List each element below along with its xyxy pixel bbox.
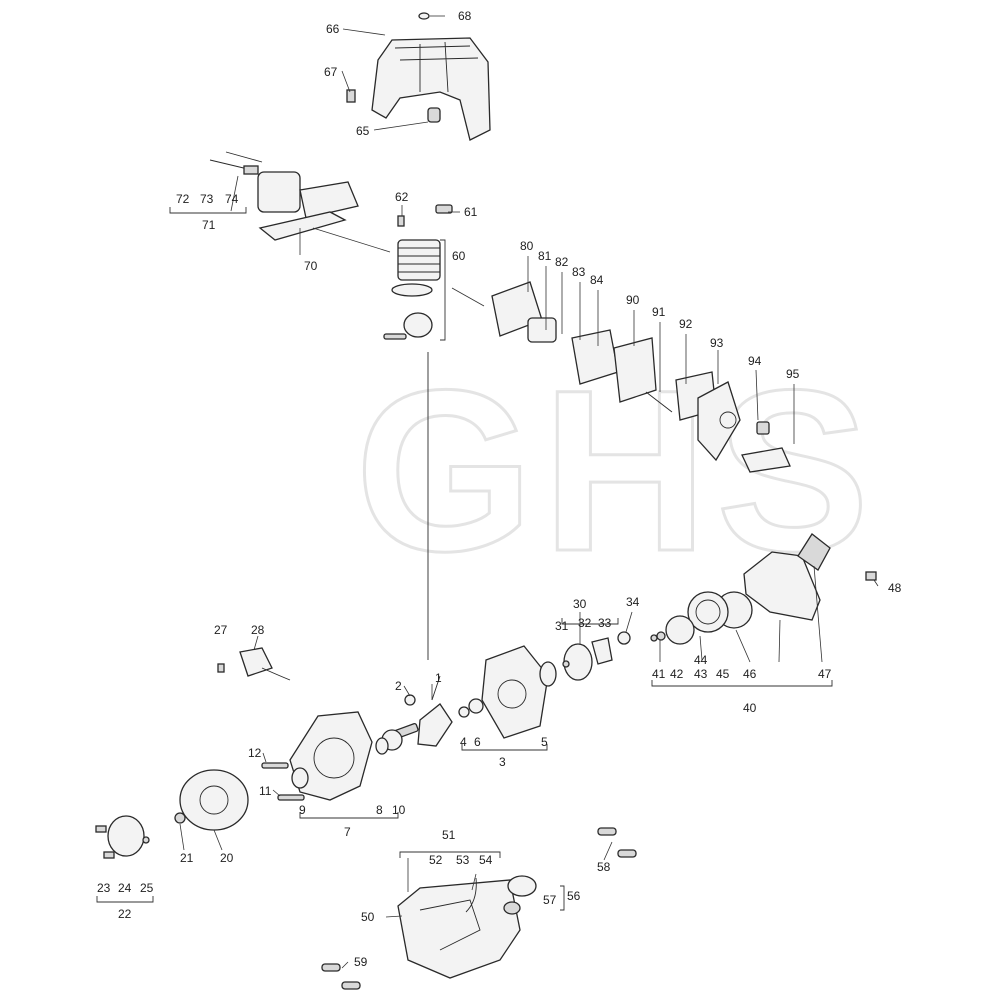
callout-7: 7	[344, 825, 351, 839]
callout-52: 52	[429, 853, 443, 867]
callout-3: 3	[499, 755, 506, 769]
callout-40: 40	[743, 701, 757, 715]
callout-24: 24	[118, 881, 132, 895]
callout-90: 90	[626, 293, 640, 307]
ignition-coil-part	[217, 647, 291, 681]
callout-9: 9	[299, 803, 306, 817]
callout-22: 22	[118, 907, 132, 921]
callout-30: 30	[573, 597, 587, 611]
callout-50: 50	[361, 910, 375, 924]
callout-61: 61	[464, 205, 478, 219]
screw-part-67	[346, 89, 356, 103]
callout-92: 92	[679, 317, 693, 331]
flywheel-part	[562, 631, 631, 681]
callout-23: 23	[97, 881, 111, 895]
bolt-part-11	[277, 794, 305, 801]
callout-44: 44	[694, 653, 708, 667]
callout-66: 66	[326, 22, 340, 36]
callout-10: 10	[392, 803, 406, 817]
muffler-part	[209, 151, 359, 241]
callout-42: 42	[670, 667, 684, 681]
pin-part-58b	[617, 849, 637, 858]
carburetor-part	[491, 281, 673, 413]
callout-93: 93	[710, 336, 724, 350]
callout-91: 91	[652, 305, 666, 319]
callout-4: 4	[460, 735, 467, 749]
callout-56: 56	[567, 889, 581, 903]
callout-6: 6	[474, 735, 481, 749]
callout-83: 83	[572, 265, 586, 279]
callout-5: 5	[541, 735, 548, 749]
callout-47: 47	[818, 667, 832, 681]
callout-67: 67	[324, 65, 338, 79]
fuel-tank-part	[397, 875, 537, 979]
callout-58: 58	[597, 860, 611, 874]
pin-part-58	[597, 827, 617, 836]
callout-labels: 66 68 67 65 72 73 74 71 70 62 61 60 80 8…	[97, 9, 902, 969]
grommet-part-65	[427, 107, 441, 123]
callout-20: 20	[220, 851, 234, 865]
callout-72: 72	[176, 192, 190, 206]
callout-51: 51	[442, 828, 456, 842]
callout-21: 21	[180, 851, 194, 865]
callout-81: 81	[538, 249, 552, 263]
callout-2: 2	[395, 679, 402, 693]
callout-62: 62	[395, 190, 409, 204]
callout-74: 74	[225, 192, 239, 206]
bolt-part-12	[261, 762, 289, 769]
callout-82: 82	[555, 255, 569, 269]
callout-27: 27	[214, 623, 228, 637]
callout-46: 46	[743, 667, 757, 681]
callout-70: 70	[304, 259, 318, 273]
fan-part	[174, 769, 249, 831]
crankcase-left-part	[289, 711, 403, 801]
engine-cover-part	[371, 37, 491, 141]
clutch-part	[95, 815, 150, 859]
callout-1: 1	[435, 671, 442, 685]
callout-28: 28	[251, 623, 265, 637]
callout-57: 57	[543, 893, 557, 907]
pin-part-59	[321, 963, 341, 972]
bolt-part-62	[397, 215, 405, 227]
callout-65: 65	[356, 124, 370, 138]
callout-68: 68	[458, 9, 472, 23]
spark-plug-part	[435, 204, 453, 214]
callout-95: 95	[786, 367, 800, 381]
callout-31: 31	[555, 619, 569, 633]
callout-8: 8	[376, 803, 383, 817]
callout-94: 94	[748, 354, 762, 368]
callout-71: 71	[202, 218, 216, 232]
callout-84: 84	[590, 273, 604, 287]
callout-41: 41	[652, 667, 666, 681]
callout-33: 33	[598, 616, 612, 630]
crankcase-right-part	[458, 645, 557, 739]
callout-45: 45	[716, 667, 730, 681]
callout-43: 43	[694, 667, 708, 681]
callout-80: 80	[520, 239, 534, 253]
callout-48: 48	[888, 581, 902, 595]
air-filter-cover-part	[675, 371, 791, 473]
callout-53: 53	[456, 853, 470, 867]
callout-59: 59	[354, 955, 368, 969]
pin-part-59b	[341, 981, 361, 990]
leader-lines	[96, 15, 879, 969]
callout-60: 60	[452, 249, 466, 263]
callout-32: 32	[578, 616, 592, 630]
cylinder-part	[383, 239, 441, 340]
callout-73: 73	[200, 192, 214, 206]
nut-part-68	[418, 12, 430, 20]
recoil-starter-part	[650, 533, 877, 645]
callout-54: 54	[479, 853, 493, 867]
callout-25: 25	[140, 881, 154, 895]
callout-12: 12	[248, 746, 262, 760]
callout-11: 11	[259, 784, 272, 798]
callout-34: 34	[626, 595, 640, 609]
